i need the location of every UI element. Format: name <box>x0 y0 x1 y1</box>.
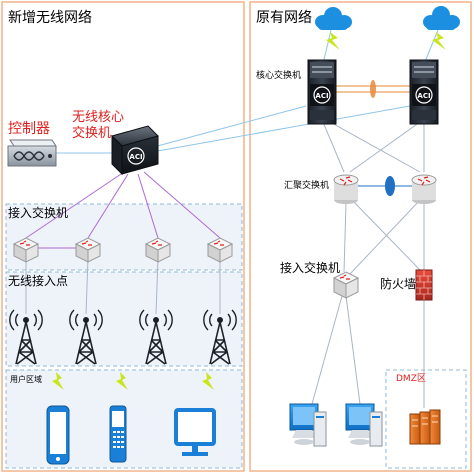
wireless-ap-zone <box>5 271 243 367</box>
user-area-zone-label: 用户区域 <box>10 375 42 384</box>
access-switch-icon <box>332 271 360 299</box>
link-agg2-access <box>349 199 421 275</box>
link-core1-agg2 <box>329 121 421 173</box>
link-wcore-core1 <box>149 105 307 149</box>
access-switch-icon <box>144 237 172 263</box>
link-access-pc2 <box>345 295 361 405</box>
wireless-core-switch-icon: ACI <box>111 125 159 176</box>
core-switch-icon: ACI <box>409 59 439 125</box>
core-link-bundle-icon <box>370 80 376 98</box>
access-switch-icon <box>206 237 234 263</box>
access-point-icon <box>203 309 237 365</box>
new-wireless-network-title: 新增无线网络 <box>8 10 92 26</box>
feature-phone-icon <box>109 405 127 463</box>
link-wcore-acc1 <box>25 171 125 239</box>
wireless-signal-icon <box>202 372 214 390</box>
dmz-zone-label: DMZ区 <box>396 374 426 384</box>
link-acc2-ap2 <box>85 257 89 315</box>
svg-text:ACI: ACI <box>417 92 430 100</box>
core-switch-icon: ACI <box>307 59 337 125</box>
link-cloud2-core2 <box>423 29 439 65</box>
firewall-icon <box>415 269 433 301</box>
link-wcore-acc2 <box>87 173 129 239</box>
access-switch-icon <box>12 237 40 263</box>
firewall-label: 防火墙 <box>380 277 417 291</box>
wireless-controller-icon <box>7 139 57 167</box>
access-switch-icon <box>74 237 102 263</box>
aggregation-switch-icon <box>333 174 359 204</box>
access-switch-zone-label: 接入交换机 <box>8 206 69 220</box>
svg-text:ACI: ACI <box>315 92 328 100</box>
aggregation-switch-icon <box>411 174 437 204</box>
wireless-core-switch-label-line2: 交换机 <box>72 126 112 141</box>
internet-cloud-icon <box>315 7 352 50</box>
link-core2-agg1 <box>349 121 421 173</box>
wireless-signal-icon <box>116 372 128 390</box>
link-access-pc1 <box>311 295 343 405</box>
link-agg1-access <box>343 201 347 273</box>
wireless-core-switch-label-line1: 无线核心 <box>72 110 125 125</box>
link-wcore-acc3 <box>137 173 159 239</box>
wireless-ap-zone-label: 无线接入点 <box>8 274 69 288</box>
aggregation-switch-label: 汇聚交换机 <box>284 181 330 191</box>
link-core1-agg1 <box>322 121 345 173</box>
right-access-switch-label: 接入交换机 <box>280 261 341 275</box>
link-wcore-acc4 <box>143 171 221 239</box>
internet-cloud-icon <box>423 6 460 50</box>
controller-label: 控制器 <box>8 121 50 137</box>
link-acc3-ap3 <box>155 257 159 315</box>
access-point-icon <box>9 309 43 365</box>
desktop-pc-icon <box>289 403 327 447</box>
wireless-signal-icon <box>52 372 64 390</box>
agg-link-bundle-icon <box>385 176 395 196</box>
server-icon <box>409 409 441 445</box>
svg-text:ACI: ACI <box>129 153 142 161</box>
access-switch-zone <box>5 203 243 271</box>
link-cloud1-core1 <box>322 29 332 65</box>
core-switch-label: 核心交换机 <box>256 71 302 81</box>
access-point-icon <box>139 309 173 365</box>
desktop-pc-icon <box>345 403 383 447</box>
access-point-icon <box>69 309 103 365</box>
smartphone-icon <box>46 405 70 465</box>
link-wcore-core2 <box>151 105 411 153</box>
laptop-icon <box>174 408 216 456</box>
existing-network-title: 原有网络 <box>256 10 312 26</box>
link-agg1-firewall <box>351 199 421 271</box>
